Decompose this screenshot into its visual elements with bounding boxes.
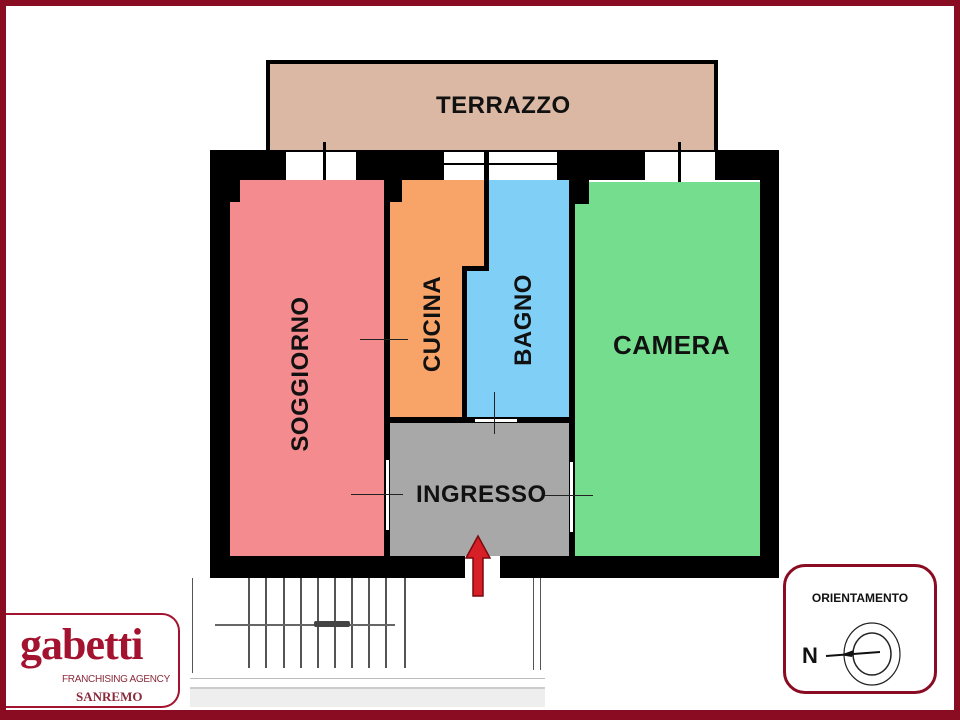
wall-right (760, 150, 779, 578)
window-soggiorno (286, 150, 356, 182)
logo-city: SANREMO (76, 689, 143, 704)
camera-corner-2 (575, 180, 589, 204)
cross-mark (360, 339, 408, 340)
terrazzo-label: TERRAZZO (436, 92, 571, 119)
room-camera (575, 182, 760, 556)
wall-top-mid (356, 150, 444, 180)
gabetti-logo: gabetti FRANCHISING AGENCY SANREMO (6, 613, 180, 708)
entrance-arrow-icon (464, 534, 492, 597)
wall-partition-left (384, 150, 390, 556)
window-cucina-bagno (444, 150, 557, 182)
stair-line (283, 578, 285, 668)
wall-cucina-bagno-upper (484, 150, 489, 270)
door-soggiorno (386, 460, 389, 530)
wall-partition-right (569, 150, 575, 556)
room-bagno (489, 180, 569, 418)
camera-label: CAMERA (613, 330, 731, 360)
cross-mark (494, 392, 495, 434)
stair-line (265, 578, 267, 668)
window-cucina-bagno-sill (444, 163, 557, 165)
room-terrazzo (266, 60, 718, 152)
soggiorno-corner (230, 180, 240, 202)
orientation-title: ORIENTAMENTO (811, 591, 909, 605)
logo-tagline: FRANCHISING AGENCY (62, 674, 170, 685)
stairs (190, 578, 546, 707)
room-soggiorno (230, 180, 384, 556)
window-soggiorno-mullion (323, 142, 326, 190)
wall-cucina-bagno-step (462, 266, 489, 271)
logo-brand: gabetti (20, 620, 144, 669)
door-camera (570, 462, 573, 532)
stair-line (368, 578, 370, 668)
cross-mark (545, 495, 593, 496)
window-camera-mullion (678, 142, 681, 192)
wall-cucina-bagno-lower (462, 266, 467, 418)
stair-line (404, 578, 406, 668)
stair-line (300, 578, 302, 668)
door-bagno (475, 419, 517, 422)
wall-left (210, 150, 230, 578)
cucina-label: CUCINA (419, 275, 446, 373)
north-label: N (802, 643, 818, 668)
cucina-corner-2 (390, 180, 402, 202)
ingresso-label: INGRESSO (416, 481, 547, 508)
railing (533, 578, 541, 670)
wall-bottom-right (500, 556, 779, 578)
stair-handrail-mark (314, 621, 350, 627)
stair-line (385, 578, 387, 668)
room-bagno-lower (467, 271, 489, 418)
soggiorno-label: SOGGIORNO (287, 296, 314, 452)
bagno-label: BAGNO (510, 274, 537, 366)
room-ingresso (390, 423, 569, 556)
compass-icon (825, 622, 901, 686)
orientation-box: ORIENTAMENTO N (783, 564, 937, 694)
stair-line (351, 578, 353, 668)
stair-handrail (215, 624, 395, 626)
wall-bottom-left (210, 556, 465, 578)
cross-mark (351, 494, 403, 495)
stair-line (248, 578, 250, 668)
